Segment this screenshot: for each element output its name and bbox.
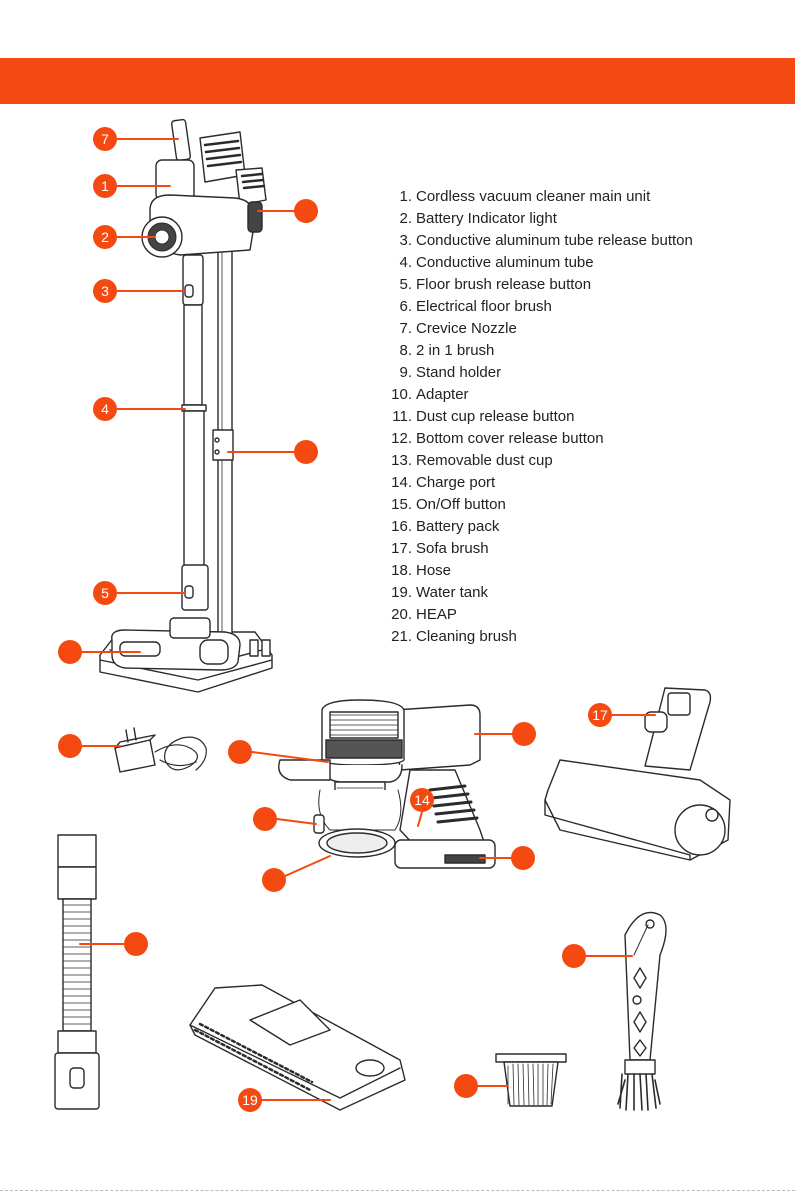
callout-19: 19 [238, 1088, 262, 1112]
parts-list-item: 2.Battery Indicator light [386, 208, 693, 230]
parts-list-item: 13.Removable dust cup [386, 450, 693, 472]
cleaning-brush-drawing [617, 911, 667, 1111]
part-number: 14. [391, 474, 412, 491]
part-label: Water tank [416, 584, 488, 601]
part-label: Conductive aluminum tube [416, 254, 594, 271]
parts-list-item: 7.Crevice Nozzle [386, 318, 693, 340]
parts-list-item: 5.Floor brush release button [386, 274, 693, 296]
callout-18 [124, 932, 148, 956]
part-number: 12. [391, 430, 412, 447]
part-number: 21. [391, 628, 412, 645]
parts-list-item: 10.Adapter [386, 384, 693, 406]
part-label: Crevice Nozzle [416, 320, 517, 337]
parts-list-item: 15.On/Off button [386, 494, 693, 516]
part-label: Cleaning brush [416, 628, 517, 645]
parts-list-item: 4.Conductive aluminum tube [386, 252, 693, 274]
callout-14: 14 [410, 788, 434, 812]
header-banner [0, 58, 795, 104]
callout-20 [454, 1074, 478, 1098]
footer-divider [0, 1190, 795, 1191]
part-label: Sofa brush [416, 540, 489, 557]
part-label: Cordless vacuum cleaner main unit [416, 188, 651, 205]
callout-1: 1 [93, 174, 117, 198]
part-label: Removable dust cup [416, 452, 553, 469]
parts-list-item: 17.Sofa brush [386, 538, 693, 560]
parts-list-item: 16.Battery pack [386, 516, 693, 538]
parts-list-item: 19.Water tank [386, 582, 693, 604]
part-number: 9. [399, 364, 412, 381]
heap-filter-drawing [495, 1053, 567, 1107]
sofa-brush-drawing [544, 687, 731, 861]
part-number: 4. [399, 254, 412, 271]
callout-2: 2 [93, 225, 117, 249]
parts-list-item: 18.Hose [386, 560, 693, 582]
vacuum-on-stand-drawing [99, 118, 273, 693]
part-label: Battery Indicator light [416, 210, 557, 227]
parts-list-item: 6.Electrical floor brush [386, 296, 693, 318]
part-number: 8. [399, 342, 412, 359]
part-label: Conductive aluminum tube release button [416, 232, 693, 249]
part-label: Battery pack [416, 518, 500, 535]
part-label: Dust cup release button [416, 408, 575, 425]
part-number: 11. [392, 408, 412, 425]
part-number: 20. [391, 606, 412, 623]
part-label: Stand holder [416, 364, 502, 381]
part-number: 5. [399, 276, 412, 293]
part-label: Floor brush release button [416, 276, 592, 293]
callout-13 [228, 740, 252, 764]
callout-6 [58, 640, 82, 664]
parts-list-item: 3.Conductive aluminum tube release butto… [386, 230, 693, 252]
parts-list-item: 20.HEAP [386, 604, 693, 626]
parts-list-item: 1.Cordless vacuum cleaner main unit [386, 186, 693, 208]
callout-7: 7 [93, 127, 117, 151]
parts-list-item: 11.Dust cup release button [386, 406, 693, 428]
part-label: 2 in 1 brush [416, 342, 495, 359]
part-label: Adapter [416, 386, 469, 403]
callout-21 [562, 944, 586, 968]
hose-drawing [54, 834, 100, 1110]
part-number: 1. [399, 188, 412, 205]
callout-8 [294, 199, 318, 223]
part-number: 18. [391, 562, 412, 579]
callout-15 [511, 846, 535, 870]
parts-list-item: 9.Stand holder [386, 362, 693, 384]
part-label: HEAP [416, 606, 457, 623]
callout-3: 3 [93, 279, 117, 303]
callout-10 [58, 734, 82, 758]
part-label: Hose [416, 562, 452, 579]
callout-12 [262, 868, 286, 892]
part-number: 17. [391, 540, 412, 557]
callout-5: 5 [93, 581, 117, 605]
part-number: 3. [399, 232, 412, 249]
part-number: 13. [391, 452, 412, 469]
part-label: On/Off button [416, 496, 506, 513]
part-label: Charge port [416, 474, 496, 491]
callout-4: 4 [93, 397, 117, 421]
part-label: Bottom cover release button [416, 430, 604, 447]
handheld-unit-drawing [278, 699, 496, 869]
callout-17: 17 [588, 703, 612, 727]
part-number: 16. [391, 518, 412, 535]
part-number: 19. [391, 584, 412, 601]
part-number: 10. [391, 386, 412, 403]
part-number: 15. [391, 496, 412, 513]
parts-list-item: 14.Charge port [386, 472, 693, 494]
part-label: Electrical floor brush [416, 298, 552, 315]
part-number: 7. [399, 320, 412, 337]
callout-9 [294, 440, 318, 464]
part-number: 2. [399, 210, 412, 227]
adapter-drawing [114, 727, 207, 773]
parts-list-item: 8.2 in 1 brush [386, 340, 693, 362]
callout-11 [253, 807, 277, 831]
part-number: 6. [399, 298, 412, 315]
parts-list-item: 21.Cleaning brush [386, 626, 693, 648]
parts-list-item: 12.Bottom cover release button [386, 428, 693, 450]
callout-16 [512, 722, 536, 746]
water-tank-drawing [189, 984, 406, 1111]
